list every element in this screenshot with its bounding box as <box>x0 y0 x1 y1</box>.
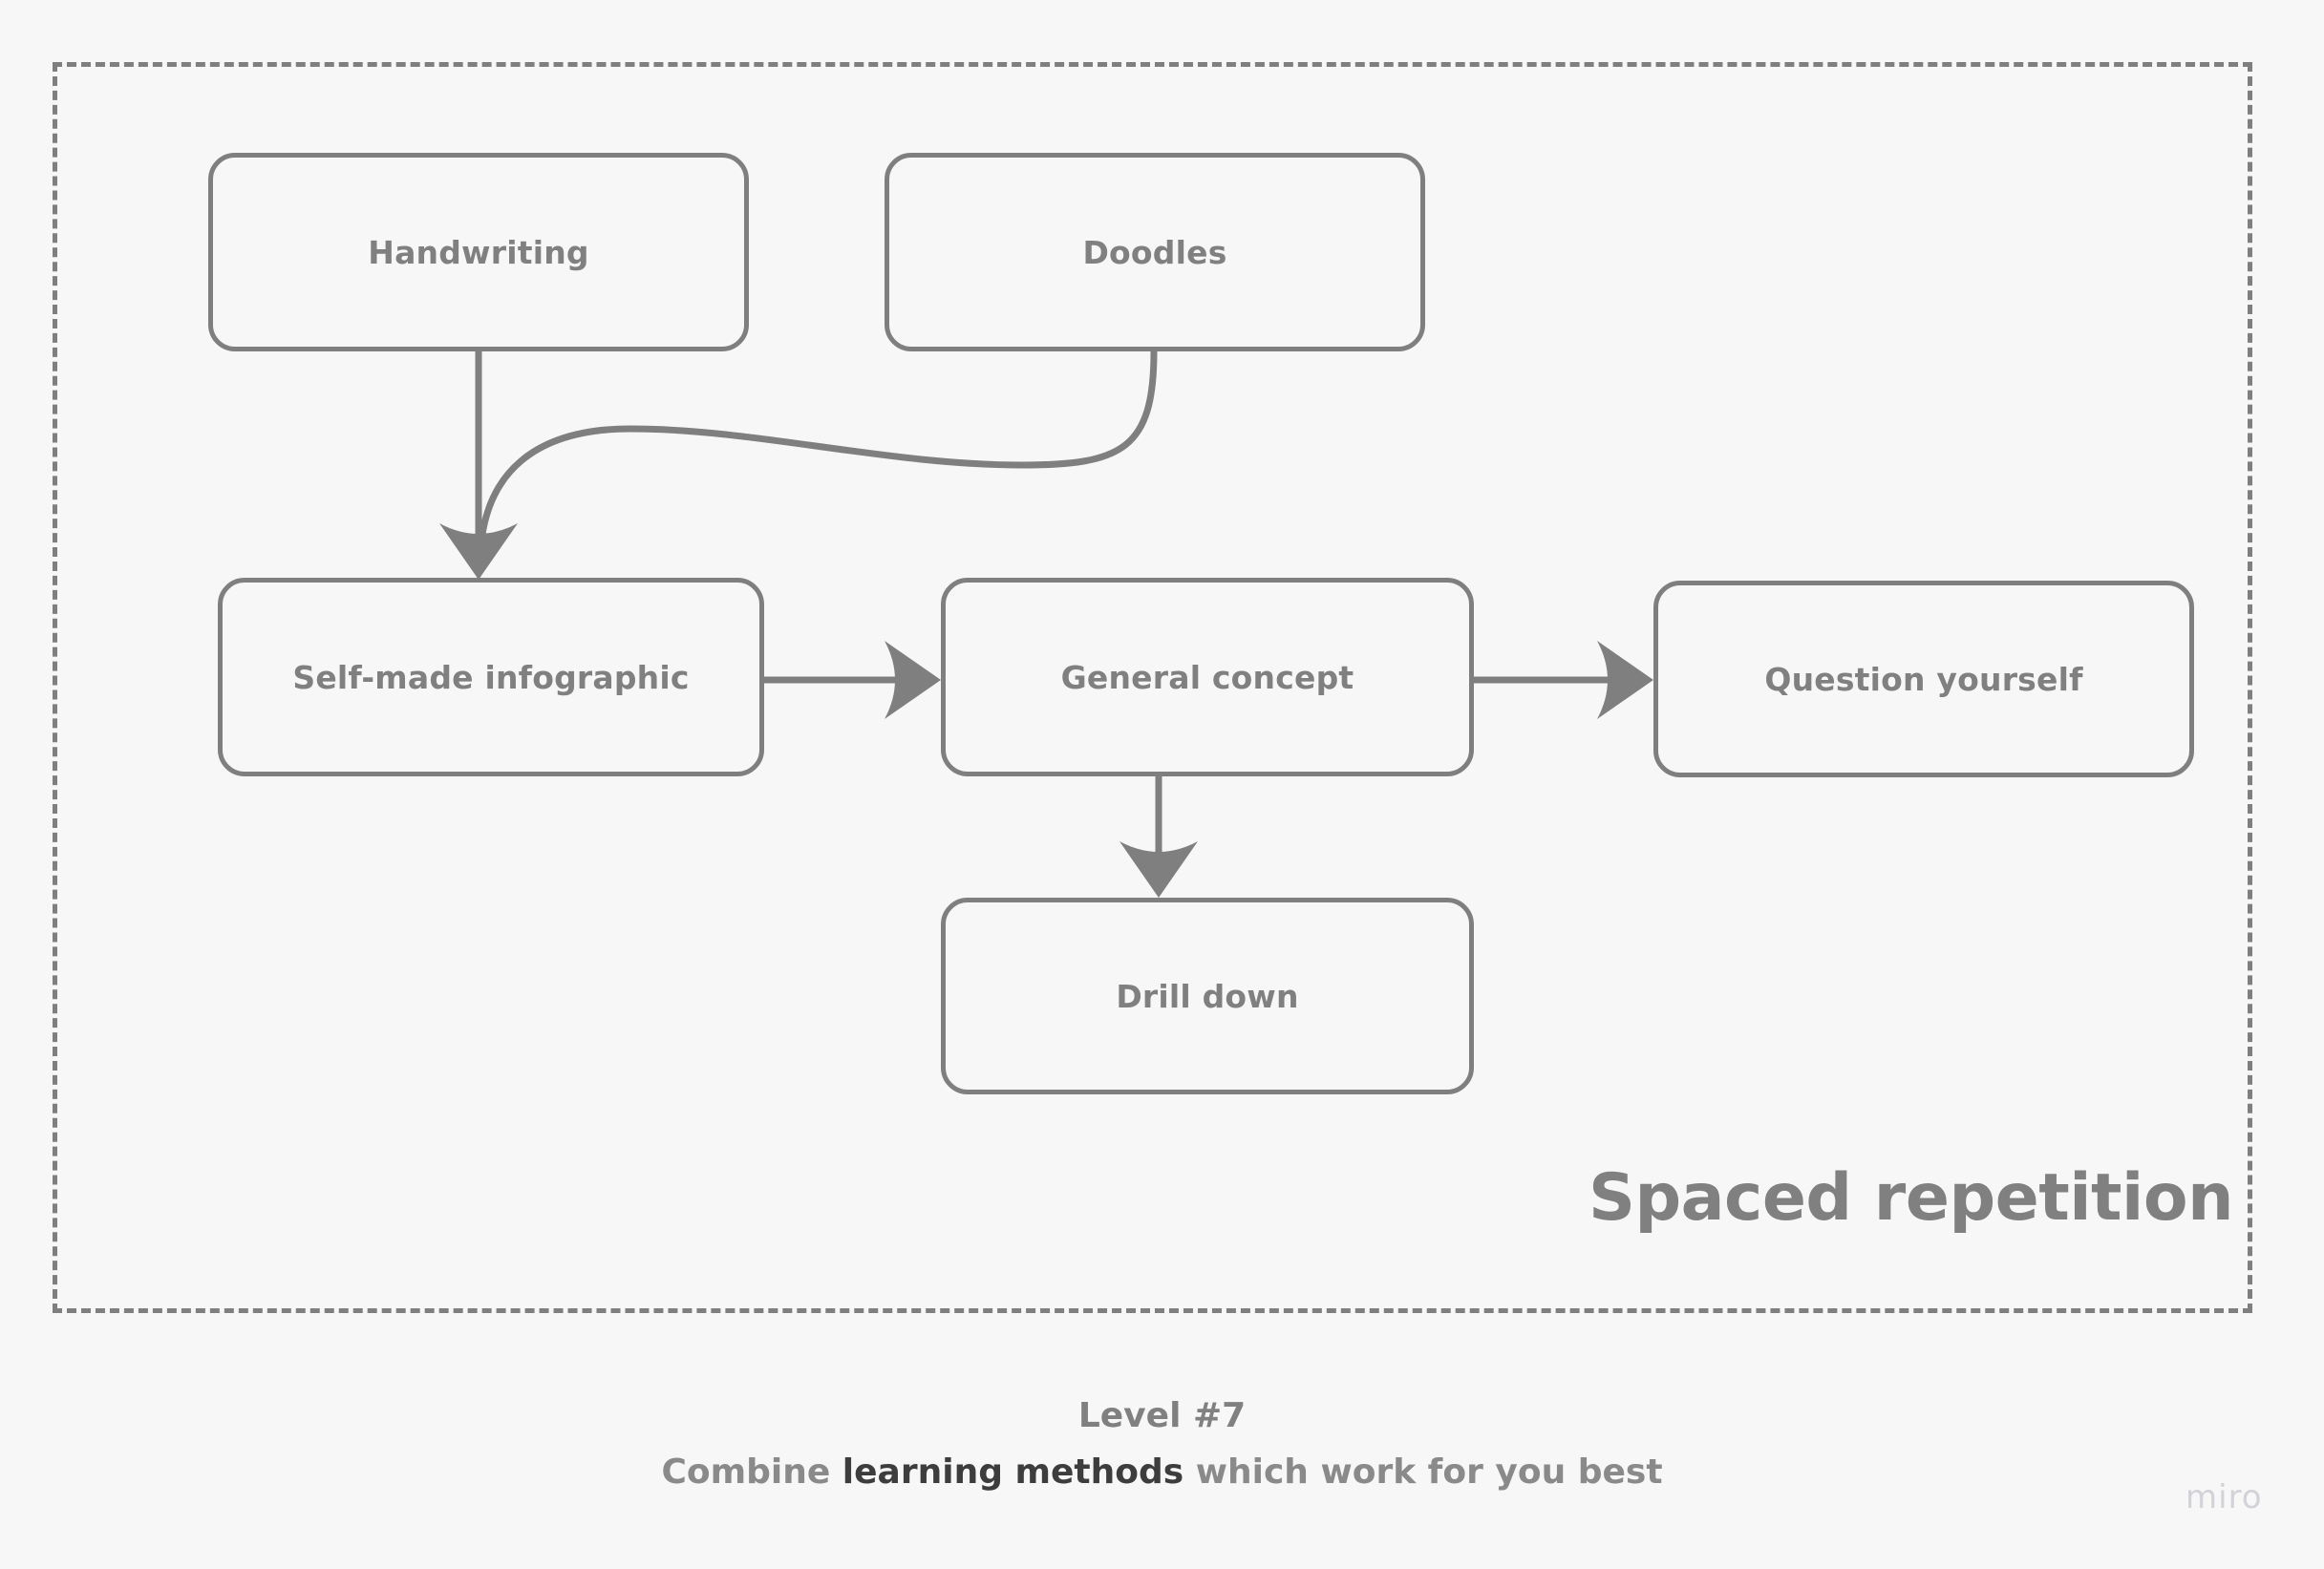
caption-description: Combine learning methods which work for … <box>0 1451 2324 1494</box>
node-drill-down-label: Drill down <box>1116 977 1299 1015</box>
node-general-concept[interactable]: General concept <box>941 578 1474 776</box>
caption-prefix: Combine <box>661 1452 842 1492</box>
node-drill-down[interactable]: Drill down <box>941 898 1474 1094</box>
caption-strong: learning methods <box>842 1452 1184 1492</box>
node-doodles-label: Doodles <box>1082 233 1227 271</box>
node-question-yourself-label: Question yourself <box>1764 660 2083 698</box>
miro-watermark: miro <box>2185 1478 2263 1516</box>
node-question-yourself[interactable]: Question yourself <box>1653 581 2194 777</box>
node-self-made-infographic[interactable]: Self-made infographic <box>218 578 764 776</box>
node-handwriting-label: Handwriting <box>368 233 589 271</box>
node-general-concept-label: General concept <box>1060 658 1354 696</box>
spaced-repetition-frame[interactable] <box>53 62 2252 1313</box>
node-handwriting[interactable]: Handwriting <box>208 153 749 351</box>
frame-title: Spaced repetition <box>1588 1160 2234 1236</box>
caption-level: Level #7 <box>1077 1396 1247 1435</box>
caption-block: Level #7 Combine learning methods which … <box>0 1394 2324 1494</box>
node-doodles[interactable]: Doodles <box>885 153 1425 351</box>
node-self-made-infographic-label: Self-made infographic <box>292 658 690 696</box>
caption-suffix: which work for you best <box>1183 1452 1663 1492</box>
